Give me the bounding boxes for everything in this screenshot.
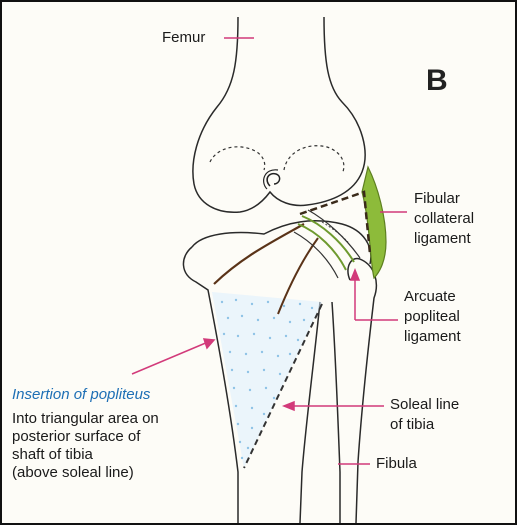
arcuate-ligament-1: [302, 216, 354, 262]
insertion-arrowhead: [204, 339, 214, 348]
insertion-line-4: (above soleal line): [12, 464, 134, 481]
insertion-line-2: posterior surface of: [12, 428, 140, 445]
fibular-collateral-label-3: ligament: [414, 230, 471, 247]
insertion-pointer: [132, 342, 208, 374]
fibula-label: Fibula: [376, 455, 417, 472]
soleal-label-1: Soleal line: [390, 396, 459, 413]
insertion-line-1: Into triangular area on: [12, 410, 159, 427]
condyle-dotted-left: [210, 147, 265, 170]
condyle-dotted-right: [284, 146, 344, 174]
fibular-collateral-label-2: collateral: [414, 210, 474, 227]
femur-label: Femur: [162, 29, 205, 46]
soleal-label-2: of tibia: [390, 416, 434, 433]
femur-outline: [193, 17, 365, 212]
insertion-title: Insertion of popliteus: [12, 386, 150, 403]
arcuate-label-1: Arcuate: [404, 288, 456, 305]
arcuate-ligament-2: [298, 224, 346, 270]
arcuate-label-2: popliteal: [404, 308, 460, 325]
soleal-arrowhead: [284, 402, 294, 410]
insertion-line-3: shaft of tibia: [12, 446, 93, 463]
intercondylar-notch: [267, 174, 280, 186]
fibular-collateral-label-1: Fibular: [414, 190, 460, 207]
arcuate-arrowhead: [351, 270, 359, 280]
fibula-outline: [348, 258, 376, 523]
panel-letter: B: [426, 64, 448, 98]
arcuate-label-3: ligament: [404, 328, 461, 345]
